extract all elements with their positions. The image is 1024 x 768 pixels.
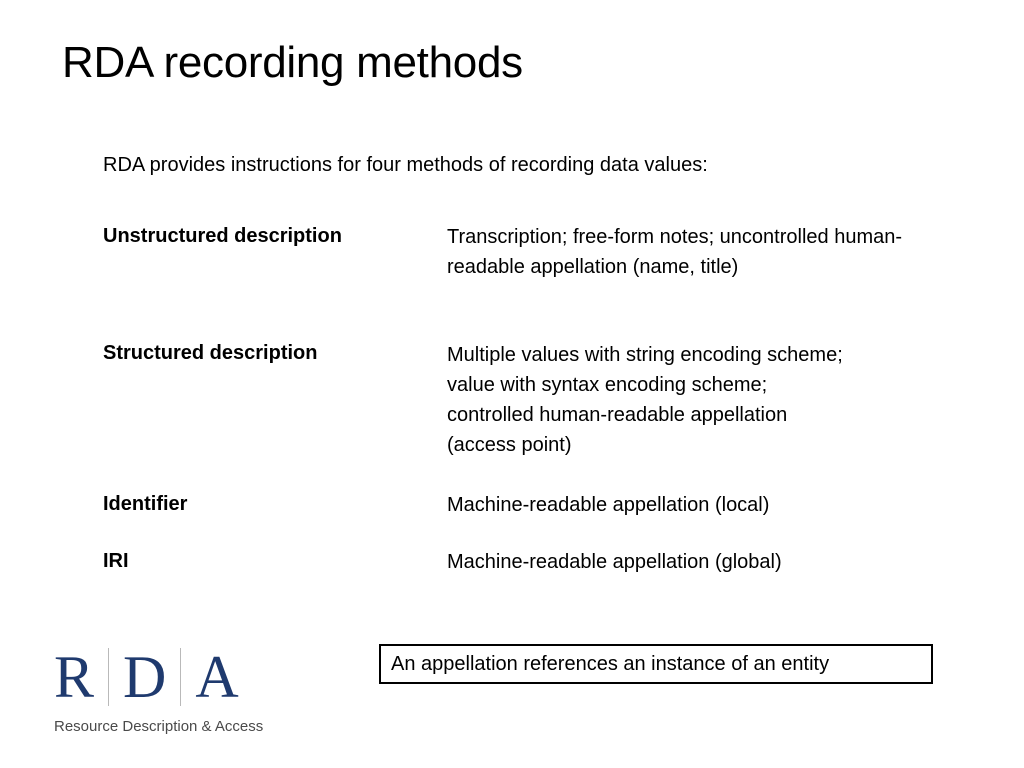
rda-logo-tagline: Resource Description & Access: [54, 718, 264, 735]
method-definition-structured: Multiple values with string encoding sch…: [447, 344, 843, 456]
method-term-unstructured: Unstructured description: [103, 225, 342, 247]
rda-logo-letters: R D A: [54, 646, 239, 708]
method-definition-identifier: Machine-readable appellation (local): [447, 494, 770, 516]
method-definition-unstructured: Transcription; free-form notes; uncontro…: [447, 226, 903, 278]
appellation-note-box: An appellation references an instance of…: [379, 644, 933, 684]
logo-divider: [180, 648, 182, 706]
slide-title: RDA recording methods: [62, 38, 523, 87]
rda-logo: R D A Resource Description & Access: [52, 646, 292, 742]
method-definition-iri: Machine-readable appellation (global): [447, 551, 782, 573]
logo-letter-a: A: [195, 644, 239, 710]
method-term-iri: IRI: [103, 550, 129, 572]
logo-letter-d: D: [123, 644, 167, 710]
method-term-identifier: Identifier: [103, 493, 188, 515]
intro-text: RDA provides instructions for four metho…: [103, 154, 708, 176]
logo-divider: [108, 648, 110, 706]
method-term-structured: Structured description: [103, 342, 318, 364]
logo-letter-r: R: [54, 644, 95, 710]
